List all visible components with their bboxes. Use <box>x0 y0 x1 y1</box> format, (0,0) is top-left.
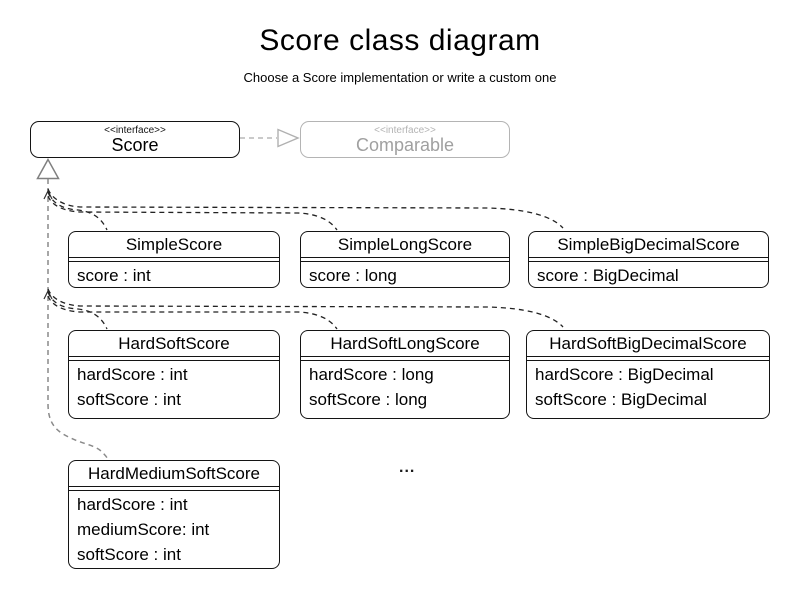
interface-comparable-box: <<interface>> Comparable <box>300 121 510 158</box>
connector-hardmediumsoftscore <box>47 179 109 461</box>
page-subtitle: Choose a Score implementation or write a… <box>243 70 557 85</box>
class-name: SimpleScore <box>69 232 279 258</box>
compartment-separator <box>69 487 279 491</box>
realization-triangle-icon <box>277 128 300 148</box>
class-attribute: mediumScore: int <box>77 519 210 539</box>
connector-hardsoftbigdecimalscore <box>47 288 564 328</box>
class-box-hardsoftbigdecimalscore: HardSoftBigDecimalScore hardScore : BigD… <box>526 330 770 419</box>
class-box-simplebigdecimalscore: SimpleBigDecimalScore score : BigDecimal <box>528 231 769 288</box>
ellipsis-label: ... <box>399 459 416 476</box>
inheritance-triangle-icon <box>36 157 60 180</box>
score-stereotype-label: <<interface>> <box>104 125 166 136</box>
compartment-separator <box>527 357 769 361</box>
class-box-hardsoftscore: HardSoftScore hardScore : int softScore … <box>68 330 280 419</box>
class-attribute: score : BigDecimal <box>537 265 679 285</box>
comparable-interface-name: Comparable <box>355 135 455 155</box>
class-attribute: softScore : long <box>309 389 428 409</box>
class-box-simplescore: SimpleScore score : int <box>68 231 280 288</box>
class-box-hardmediumsoftscore: HardMediumSoftScore hardScore : int medi… <box>68 460 280 569</box>
class-attribute: hardScore : long <box>309 364 434 384</box>
class-box-hardsoftlongscore: HardSoftLongScore hardScore : long softS… <box>300 330 510 419</box>
compartment-separator <box>301 258 509 262</box>
class-attribute: score : long <box>309 265 397 285</box>
connector-simplescore <box>47 191 108 231</box>
class-attribute: score : int <box>77 265 151 285</box>
connector-hardsoftscore <box>47 291 108 330</box>
class-name: SimpleBigDecimalScore <box>529 232 768 258</box>
class-attribute: softScore : BigDecimal <box>535 389 707 409</box>
class-attribute: softScore : int <box>77 544 181 564</box>
class-name: HardSoftBigDecimalScore <box>527 331 769 357</box>
score-interface-name: Score <box>111 135 159 155</box>
compartment-separator <box>69 357 279 361</box>
class-name: HardSoftLongScore <box>301 331 509 357</box>
class-box-simplelongscore: SimpleLongScore score : long <box>300 231 510 288</box>
class-name: SimpleLongScore <box>301 232 509 258</box>
compartment-separator <box>69 258 279 262</box>
comparable-stereotype-label: <<interface>> <box>374 125 436 136</box>
compartment-separator <box>529 258 768 262</box>
connector-simplebigdecimalscore <box>47 188 564 229</box>
interface-score-box: <<interface>> Score <box>30 121 240 158</box>
connector-hardsoftlongscore <box>47 295 338 330</box>
compartment-separator <box>301 357 509 361</box>
class-name: HardSoftScore <box>69 331 279 357</box>
class-attribute: hardScore : int <box>77 364 188 384</box>
class-name: HardMediumSoftScore <box>69 461 279 487</box>
merge-arrowhead-row2 <box>43 289 53 300</box>
class-attribute: softScore : int <box>77 389 181 409</box>
page-title: Score class diagram <box>259 24 541 57</box>
class-attribute: hardScore : BigDecimal <box>535 364 714 384</box>
merge-arrowhead-row1 <box>43 189 53 200</box>
connector-simplelongscore <box>47 195 338 231</box>
class-attribute: hardScore : int <box>77 494 188 514</box>
